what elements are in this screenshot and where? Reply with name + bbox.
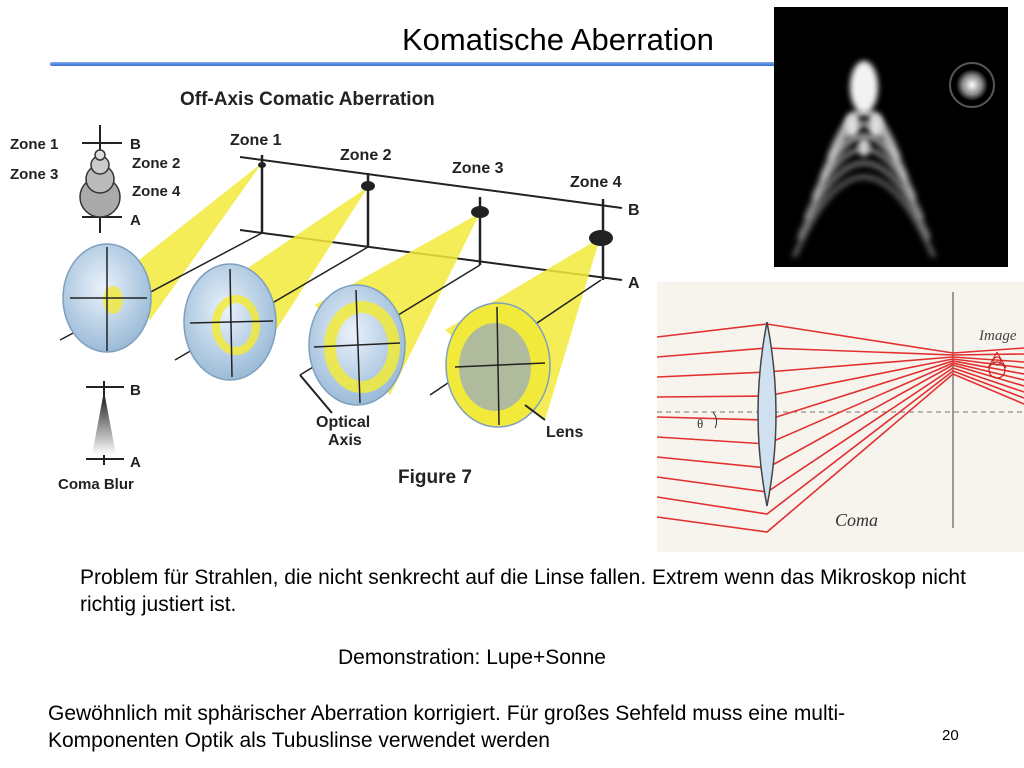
optical-axis-pointer (299, 374, 333, 414)
correction-paragraph: Gewöhnlich mit sphärischer Aberration ko… (48, 702, 846, 752)
rail-label-b: B (628, 202, 640, 219)
demonstration-line: Demonstration: Lupe+Sonne (338, 646, 606, 669)
legend-zone-4: Zone 4 (132, 183, 181, 200)
zone-3-label: Zone 3 (452, 160, 504, 177)
slide-title: Komatische Aberration (402, 22, 714, 57)
zone-4-assembly (429, 199, 613, 428)
zone-legend (79, 125, 122, 233)
blur-label-a: A (130, 454, 141, 471)
zone-4-label: Zone 4 (570, 174, 622, 191)
rail-label-a: A (628, 275, 640, 292)
coma-blur-icon (86, 381, 124, 465)
coma-spot-icon (987, 351, 1007, 379)
image-rail-b (239, 156, 623, 209)
blur-label-b: B (130, 382, 141, 399)
off-axis-coma-figure: Off-Axis Comatic Aberration Zone 1 Zone … (10, 89, 640, 493)
figure-heading: Off-Axis Comatic Aberration (180, 89, 435, 110)
description-paragraph: Problem für Strahlen, die nicht senkrech… (80, 566, 966, 616)
coma-caption: Coma (835, 510, 878, 530)
legend-zone-1: Zone 1 (10, 136, 58, 153)
coma-diffraction-image (774, 7, 1008, 267)
optical-axis-label-line1: Optical (316, 414, 370, 431)
coma-blur-caption: Coma Blur (58, 476, 134, 493)
page-number: 20 (942, 727, 959, 744)
legend-zone-2: Zone 2 (132, 155, 180, 172)
figure-caption: Figure 7 (398, 467, 472, 488)
zone-1-label: Zone 1 (230, 132, 282, 149)
lens-pointer (524, 404, 546, 421)
lens-shape (757, 321, 777, 507)
legend-zone-3: Zone 3 (10, 166, 58, 183)
theta-label: θ (697, 416, 703, 431)
zone-2-assembly (174, 173, 375, 381)
title-underline (50, 62, 776, 66)
legend-label-b: B (130, 136, 141, 153)
lens-label: Lens (546, 424, 583, 441)
zone-3-assembly (299, 197, 489, 414)
angle-arc (712, 411, 718, 429)
optical-axis-label-line2: Axis (328, 432, 362, 449)
zone-2-label: Zone 2 (340, 147, 392, 164)
image-label: Image (978, 328, 1017, 344)
legend-label-a: A (130, 212, 141, 229)
zone-1-assembly (59, 155, 266, 353)
coma-ray-diagram: θ Image Coma (657, 282, 1024, 552)
ray-bundle (657, 323, 1024, 533)
